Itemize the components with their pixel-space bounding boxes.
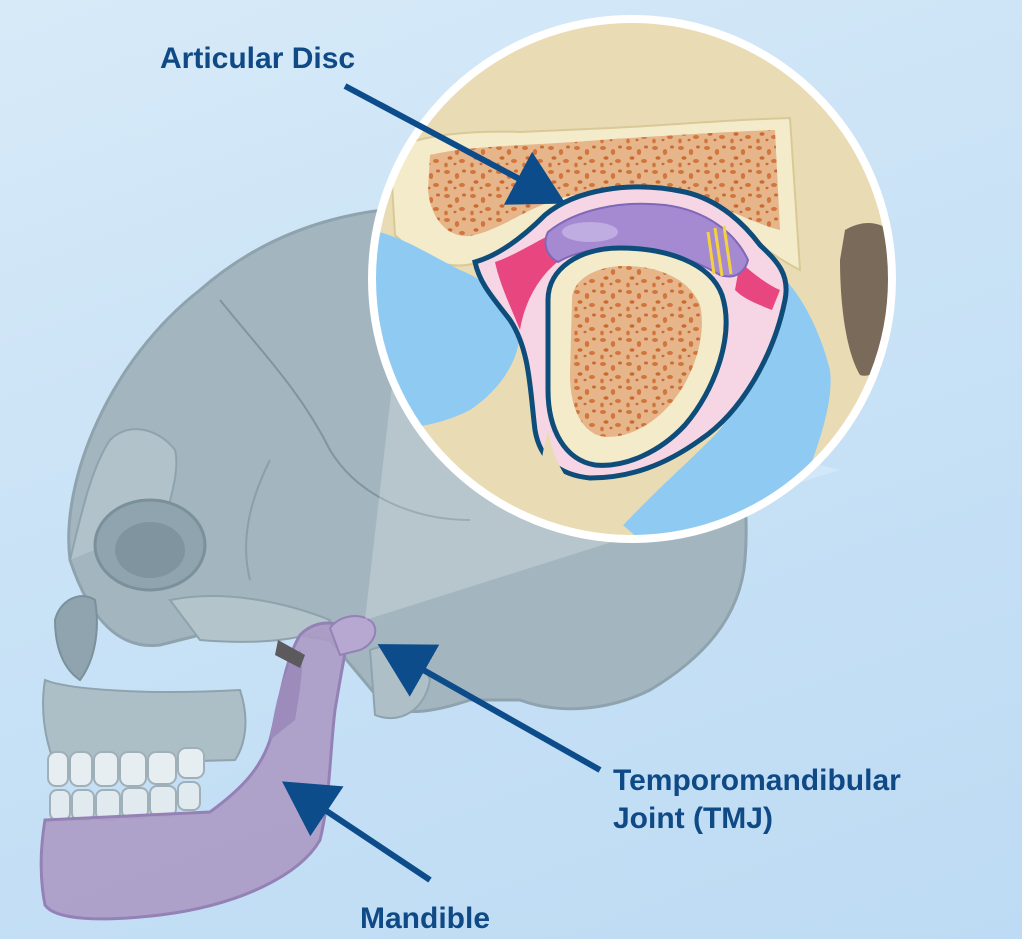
label-mandible: Mandible xyxy=(360,900,490,938)
label-tmj-line2: Joint (TMJ) xyxy=(613,800,901,838)
magnified-joint-view xyxy=(370,17,900,541)
label-articular-disc: Articular Disc xyxy=(160,40,355,78)
label-tmj-line1: Temporomandibular xyxy=(613,762,901,800)
label-tmj: Temporomandibular Joint (TMJ) xyxy=(613,762,901,837)
